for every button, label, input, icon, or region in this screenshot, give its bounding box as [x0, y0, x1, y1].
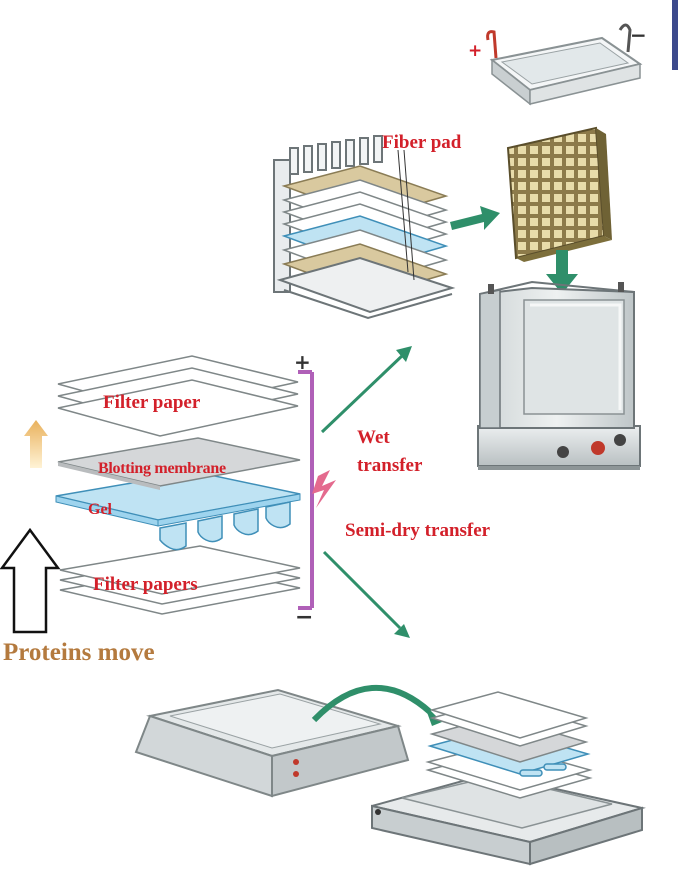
right-arrow: [450, 206, 500, 230]
lid-minus-sign: −: [630, 23, 647, 47]
proteins-move-label: Proteins move: [3, 639, 155, 666]
wet-transfer-label-line2: transfer: [357, 455, 423, 476]
filter-paper-label: Filter paper: [103, 392, 201, 413]
semi-dry-base: [371, 691, 646, 866]
wet-transfer-label-line1: Wet: [357, 427, 390, 448]
semi-dry-transfer-label: Semi-dry transfer: [345, 520, 491, 541]
positive-terminal-label: +: [294, 350, 311, 374]
fiber-pad-label: Fiber pad: [382, 132, 462, 153]
lightning-icon: [312, 470, 336, 508]
edge-marker: [672, 0, 678, 70]
wet-transfer-tank: [477, 280, 641, 470]
blotting-membrane-label: Blotting membrane: [98, 460, 226, 477]
semi-dry-lid: [134, 688, 410, 798]
proteins-move-arrow: [0, 527, 61, 634]
gel-label: Gel: [88, 501, 112, 518]
tank-lid: + −: [468, 23, 647, 106]
small-up-arrow: [24, 420, 48, 468]
filter-papers-label: Filter papers: [93, 574, 198, 595]
lid-plus-sign: +: [468, 41, 482, 61]
transfer-route-arrows: [320, 346, 412, 638]
transfer-sandwich: [55, 355, 301, 615]
curved-arrow: [311, 684, 433, 723]
down-arrow: [546, 250, 578, 294]
fiber-pad-grid: [506, 126, 612, 262]
wet-transfer-cassette: [273, 135, 456, 320]
electrode-bracket: [298, 370, 336, 610]
negative-terminal-label: −: [295, 605, 314, 630]
